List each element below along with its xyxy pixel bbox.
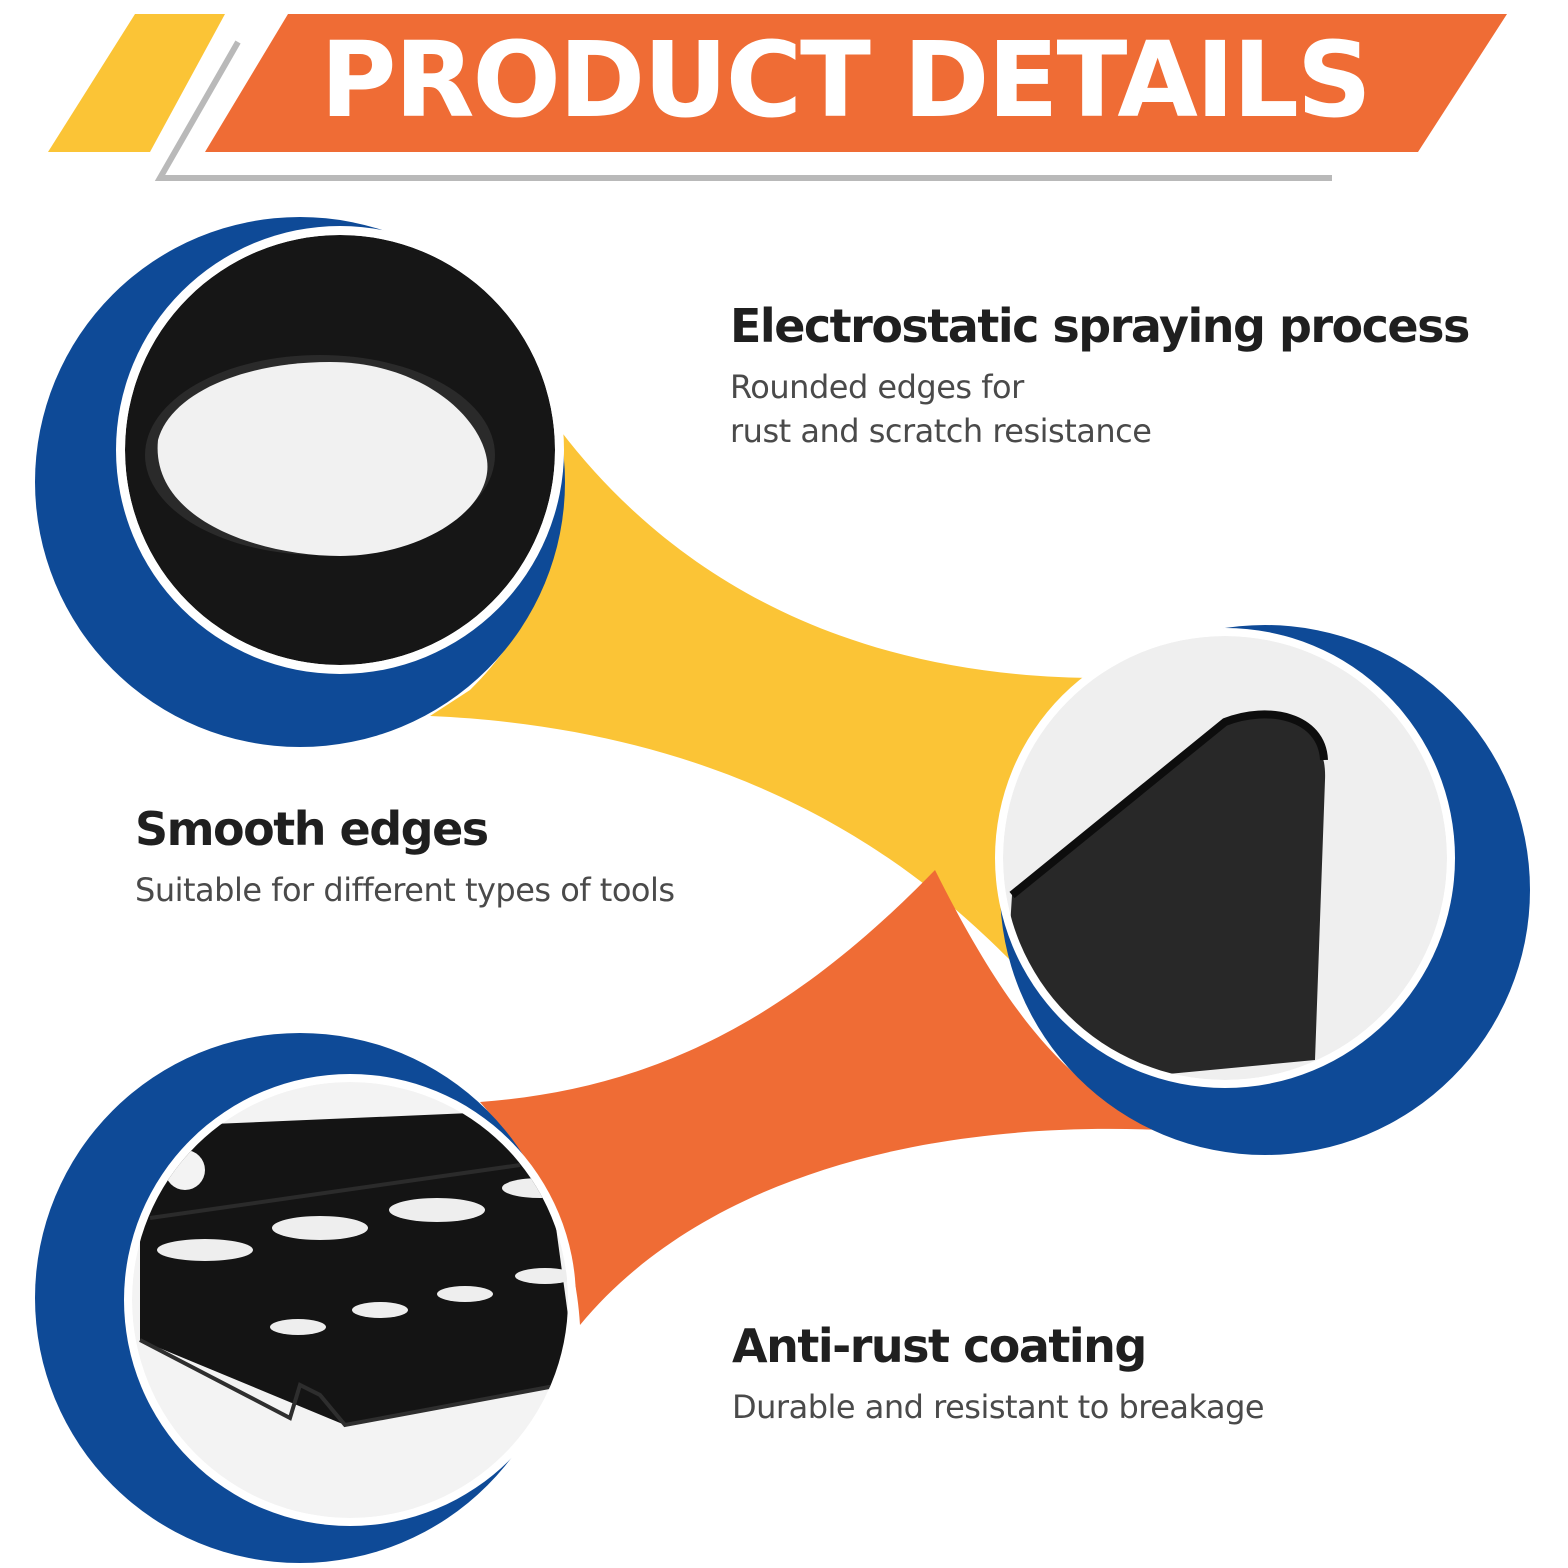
perforated-panel-icon [140, 1110, 568, 1425]
feature-description: Rounded edges for rust and scratch resis… [730, 365, 1469, 453]
feature-description-line: Durable and resistant to breakage [732, 1387, 1265, 1426]
banner-underline [154, 40, 1332, 181]
feature-title: Smooth edges [135, 802, 489, 856]
header-banner [48, 14, 1507, 181]
page-title: PRODUCT DETAILS [320, 19, 1372, 141]
feature-description-line: rust and scratch resistance [730, 411, 1152, 450]
feature-title: Anti-rust coating [732, 1319, 1147, 1373]
corner-edge-icon [1003, 715, 1326, 1080]
closeup-corner-edge [995, 625, 1530, 1155]
closeup-ring-hole [35, 217, 565, 747]
feature-electrostatic-spraying: Electrostatic spraying process Rounded e… [730, 299, 1470, 453]
ribbon-orange [480, 870, 1160, 1325]
banner-orange-band [205, 14, 1507, 152]
feature-anti-rust-coating: Anti-rust coating Durable and resistant … [732, 1319, 1265, 1429]
ribbon-yellow [430, 430, 1110, 960]
ring-hole-icon [157, 362, 488, 556]
banner-yellow-stripe [48, 14, 225, 152]
feature-description: Durable and resistant to breakage [732, 1385, 1265, 1429]
closeup-perforated-panel [35, 1033, 576, 1563]
feature-description-line: Suitable for different types of tools [135, 870, 675, 909]
feature-description: Suitable for different types of tools [135, 868, 675, 912]
feature-smooth-edges: Smooth edges Suitable for different type… [135, 803, 675, 912]
feature-description-line: Rounded edges for [730, 367, 1024, 406]
feature-title: Electrostatic spraying process [730, 299, 1470, 353]
